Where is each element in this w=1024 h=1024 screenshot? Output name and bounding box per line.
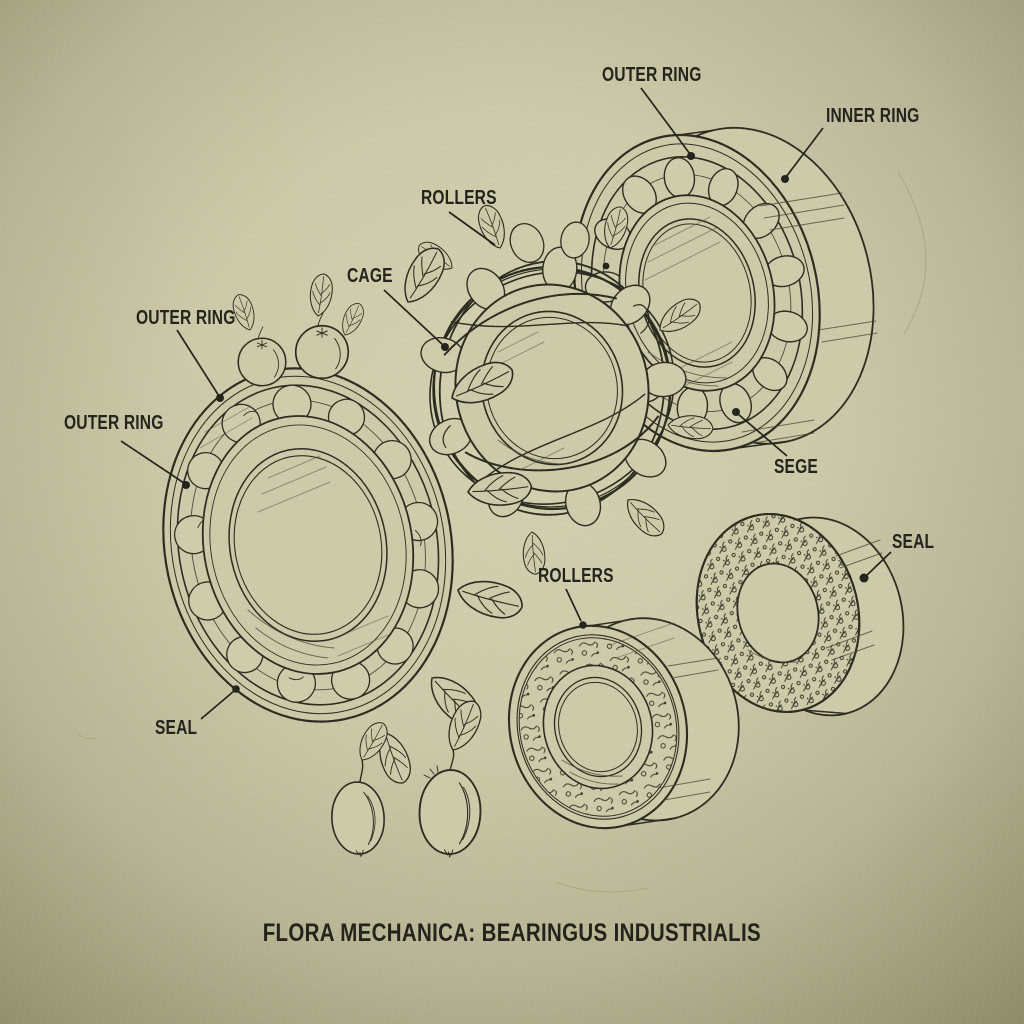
label-sege: SEGE: [774, 456, 818, 478]
label-cage: CAGE: [347, 265, 393, 287]
label-outer-ring-top: OUTER RING: [602, 64, 702, 86]
vine-cage: [401, 201, 715, 576]
bearing-front-left: [162, 240, 534, 789]
label-rollers-upper: ROLLERS: [421, 187, 497, 209]
label-seal-right: SEAL: [892, 531, 935, 553]
seal-ring: [695, 513, 905, 717]
figure-title-text: FLORA MECHANICA: BEARINGUS INDUSTRIALIS: [262, 919, 762, 947]
fruit-pair: [329, 695, 488, 860]
bearing-small-bottom: [507, 617, 740, 830]
label-seal-left: SEAL: [155, 717, 198, 739]
label-inner-ring: INNER RING: [826, 105, 920, 127]
label-outer-ring-left-lower: OUTER RING: [64, 412, 164, 434]
figure-title: FLORA MECHANICA: BEARINGUS INDUSTRIALIS: [0, 919, 1024, 948]
label-outer-ring-left-upper: OUTER RING: [136, 307, 236, 329]
ink-dot: [602, 262, 610, 270]
paper-scratches: [77, 171, 927, 893]
leader-lines: [120, 87, 892, 720]
label-rollers-lower: ROLLERS: [538, 565, 614, 587]
